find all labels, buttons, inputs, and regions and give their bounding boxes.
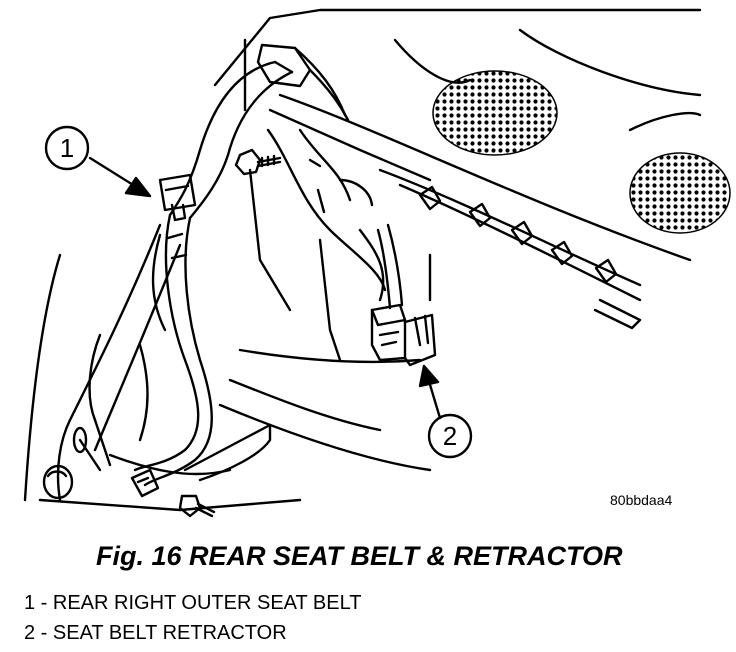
- legend-item-2: 2 - SEAT BELT RETRACTOR: [24, 622, 287, 644]
- belt-upper-guide: [256, 43, 350, 122]
- legend-item-1: 1 - REAR RIGHT OUTER SEAT BELT: [24, 592, 362, 614]
- seat-belt-retractor: [370, 223, 437, 367]
- latch-plate: [158, 173, 197, 222]
- figure-caption: Fig. 16 REAR SEAT BELT & RETRACTOR: [96, 541, 623, 571]
- door-pillar-trim: [23, 223, 302, 512]
- seat-belt-illustration: 1 2 80bbdaa4: [23, 8, 731, 518]
- callout-1-circle: [44, 125, 90, 171]
- callout-2-number: 2: [443, 421, 457, 451]
- trim-knob: [42, 426, 88, 500]
- image-code: 80bbdaa4: [610, 492, 673, 508]
- callout-1-number: 1: [60, 133, 74, 163]
- lower-anchor: [130, 468, 160, 498]
- speaker-grille-left: [432, 70, 558, 156]
- upper-anchor-bolt: [234, 148, 282, 176]
- callout-2-leader: [418, 364, 442, 420]
- callout-1-leader: [88, 156, 152, 198]
- rear-right-outer-seat-belt: [133, 60, 294, 487]
- shelf-front-edge: [378, 168, 642, 330]
- package-shelf: [213, 8, 702, 262]
- lower-anchor-bolt: [178, 494, 216, 518]
- callout-2-circle: [427, 413, 473, 459]
- speaker-grille-right: [629, 152, 731, 234]
- quarter-panel: [183, 128, 432, 482]
- legend-list: 1 - REAR RIGHT OUTER SEAT BELT 2 - SEAT …: [24, 588, 361, 648]
